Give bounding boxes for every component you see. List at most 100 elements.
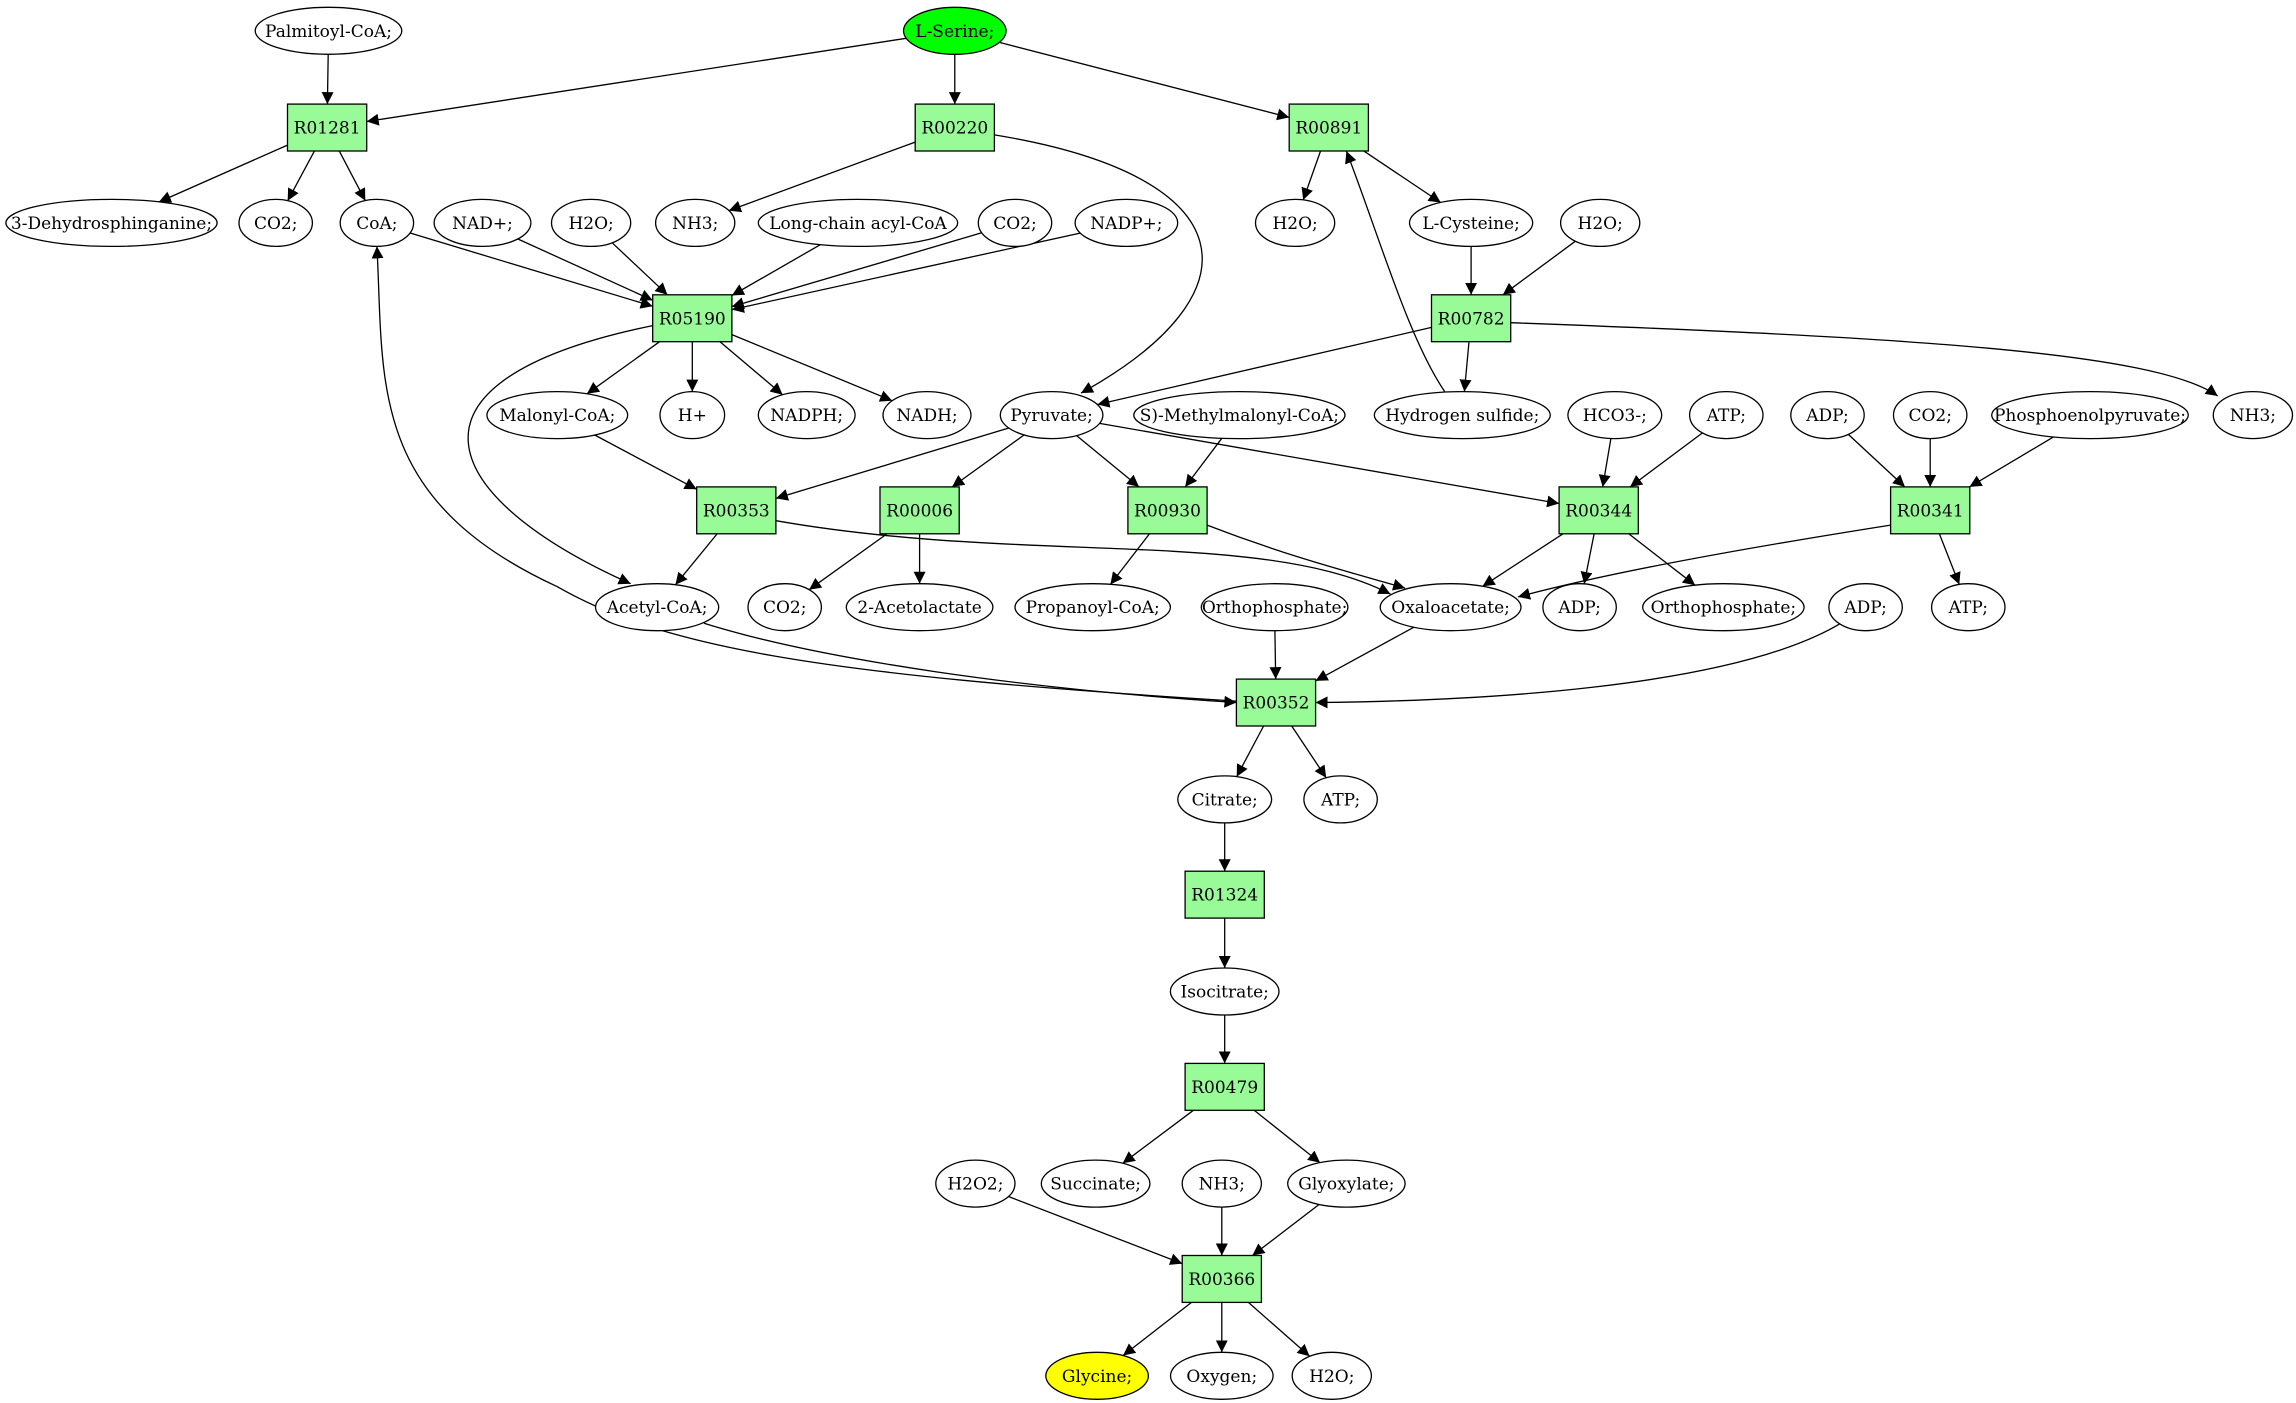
compound-ellipse (1014, 583, 1172, 632)
reaction-label: R00220 (921, 119, 988, 139)
compound-node-nh3_b[interactable]: NH3; (2212, 390, 2294, 440)
compound-label: 3-Dehydrosphinganine; (11, 214, 212, 234)
edge-hco3-to-r00344 (1598, 438, 1612, 488)
reaction-node-r00006[interactable]: R00006 (879, 486, 960, 535)
reaction-node-r05190[interactable]: R05190 (652, 294, 733, 343)
edge-adp_a-to-r00341 (1847, 433, 1906, 488)
reaction-node-r00353[interactable]: R00353 (696, 486, 777, 535)
reaction-label: R00353 (703, 501, 770, 521)
compound-node-glycine[interactable]: Glycine; (1045, 1351, 1150, 1400)
compound-label: L-Serine; (915, 22, 994, 42)
edge-acetyl-to-r00352 (703, 622, 1237, 708)
compound-node-adp_a[interactable]: ADP; (1790, 390, 1865, 440)
reaction-node-r00479[interactable]: R00479 (1184, 1062, 1265, 1111)
compound-node-palmitoyl[interactable]: Palmitoyl-CoA; (254, 6, 403, 55)
reaction-node-r00782[interactable]: R00782 (1430, 294, 1512, 343)
edge-r00344-to-ortho_b (1628, 533, 1696, 586)
compound-label: Oxaloacetate; (1391, 598, 1510, 618)
compound-node-ortho_b[interactable]: Orthophosphate; (1642, 583, 1805, 632)
reaction-node-r01281[interactable]: R01281 (286, 103, 368, 152)
compound-node-propanoyl[interactable]: Propanoyl-CoA; (1014, 583, 1172, 632)
reaction-node-r00930[interactable]: R00930 (1127, 486, 1208, 535)
compound-label: NH3; (1199, 1175, 1245, 1195)
compound-node-co2_b[interactable]: CO2; (977, 198, 1053, 248)
compound-node-citrate[interactable]: Citrate; (1177, 775, 1273, 824)
reaction-box (1181, 1254, 1263, 1304)
compound-node-co2_a[interactable]: CO2; (238, 198, 314, 248)
compound-node-acetolac[interactable]: 2-Acetolactate (845, 583, 994, 632)
compound-node-nh3_c[interactable]: NH3; (1181, 1159, 1263, 1208)
reaction-node-r00220[interactable]: R00220 (914, 103, 996, 152)
compound-node-succinate[interactable]: Succinate; (1040, 1159, 1151, 1208)
compound-node-acetyl[interactable]: Acetyl-CoA; (594, 583, 720, 632)
compound-node-nadp_plus[interactable]: NAD+; (433, 198, 532, 248)
compound-label: NADPH; (770, 406, 843, 426)
compound-node-adp_b[interactable]: ADP; (1542, 583, 1617, 632)
reaction-node-r00891[interactable]: R00891 (1288, 103, 1370, 152)
compound-ellipse (254, 6, 403, 55)
compound-label: H2O2; (947, 1175, 1003, 1195)
compound-node-lcys[interactable]: L-Cysteine; (1408, 198, 1534, 248)
reaction-box (1430, 294, 1512, 343)
reaction-node-r00366[interactable]: R00366 (1181, 1254, 1263, 1304)
compound-node-ortho_a[interactable]: Orthophosphate; (1200, 583, 1349, 632)
compound-ellipse (1133, 390, 1346, 440)
compound-label: S)-Methylmalonyl-CoA; (1140, 406, 1339, 426)
compound-node-nadh[interactable]: NADH; (882, 390, 972, 440)
reaction-box (1889, 486, 1971, 535)
reaction-label: R01281 (294, 119, 361, 139)
compound-node-pep[interactable]: Phosphoenolpyruvate; (1991, 390, 2189, 440)
edge-r00782-to-nh3_b (1510, 322, 2219, 397)
edge-r01281-to-dehydro (158, 144, 288, 203)
compound-ellipse (1074, 198, 1179, 248)
compound-node-glyoxylate[interactable]: Glyoxylate; (1287, 1159, 1406, 1208)
edge-r00344-to-adp_b (1580, 533, 1595, 585)
compound-node-hco3[interactable]: HCO3-; (1567, 390, 1663, 440)
compound-node-coa[interactable]: CoA; (339, 198, 415, 248)
compound-node-lcacyl[interactable]: Long-chain acyl-CoA (757, 198, 959, 248)
compound-node-co2_c[interactable]: CO2; (1892, 390, 1968, 440)
compound-node-adp_c[interactable]: ADP; (1828, 583, 1903, 632)
compound-node-smethyl[interactable]: S)-Methylmalonyl-CoA; (1133, 390, 1346, 440)
reaction-node-r00344[interactable]: R00344 (1558, 486, 1639, 535)
compound-node-dehydro[interactable]: 3-Dehydrosphinganine; (5, 198, 218, 248)
compound-node-oxygen[interactable]: Oxygen; (1169, 1351, 1274, 1400)
reaction-node-r00352[interactable]: R00352 (1235, 678, 1317, 727)
compound-ellipse (5, 198, 218, 248)
reaction-box (1127, 486, 1208, 535)
reaction-node-r00341[interactable]: R00341 (1889, 486, 1971, 535)
compound-node-lserine[interactable]: L-Serine; (902, 6, 1007, 55)
compound-label: Glycine; (1062, 1367, 1132, 1387)
compound-node-h2o2[interactable]: H2O2; (935, 1159, 1016, 1208)
reaction-box (1288, 103, 1370, 152)
compound-ellipse (1408, 198, 1534, 248)
compound-node-h2o_a[interactable]: H2O; (550, 198, 632, 248)
compound-node-malonyl[interactable]: Malonyl-CoA; (486, 390, 629, 440)
edge-r00352-to-atp_c (1291, 725, 1327, 779)
compound-ellipse (757, 198, 959, 248)
compound-node-atp_c[interactable]: ATP; (1303, 775, 1378, 824)
compound-node-h2s[interactable]: Hydrogen sulfide; (1373, 390, 1551, 440)
compound-label: Long-chain acyl-CoA (769, 214, 947, 234)
compound-node-isocitrate[interactable]: Isocitrate; (1169, 967, 1280, 1016)
compound-node-atp_a[interactable]: ATP; (1688, 390, 1764, 440)
compound-node-pyruvate[interactable]: Pyruvate; (999, 390, 1104, 440)
reaction-node-r01324[interactable]: R01324 (1184, 870, 1265, 919)
compound-node-hplus[interactable]: H+ (659, 390, 726, 440)
compound-node-nadpp[interactable]: NADP+; (1074, 198, 1179, 248)
edge-coa-to-r05190 (409, 232, 653, 309)
edge-r00341-to-atp_b (1938, 533, 1961, 585)
edge-glyoxylate-to-r00366 (1252, 1203, 1320, 1257)
compound-node-co2_d[interactable]: CO2; (747, 583, 823, 632)
compound-node-h2o_b[interactable]: H2O; (1254, 198, 1336, 248)
compound-node-nh3_a[interactable]: NH3; (654, 198, 736, 248)
compound-node-nadph[interactable]: NADPH; (757, 390, 856, 440)
compound-node-h2o_d[interactable]: H2O; (1291, 1351, 1373, 1400)
compound-node-atp_b[interactable]: ATP; (1930, 583, 2006, 632)
edge-r00220-to-pyruvate (994, 134, 1203, 394)
compound-label: Pyruvate; (1010, 406, 1092, 426)
compound-ellipse (2212, 390, 2294, 440)
compound-node-oxalo[interactable]: Oxaloacetate; (1379, 583, 1522, 632)
compound-node-h2o_c[interactable]: H2O; (1559, 198, 1641, 248)
edge-r05190-to-nadh (731, 333, 893, 402)
